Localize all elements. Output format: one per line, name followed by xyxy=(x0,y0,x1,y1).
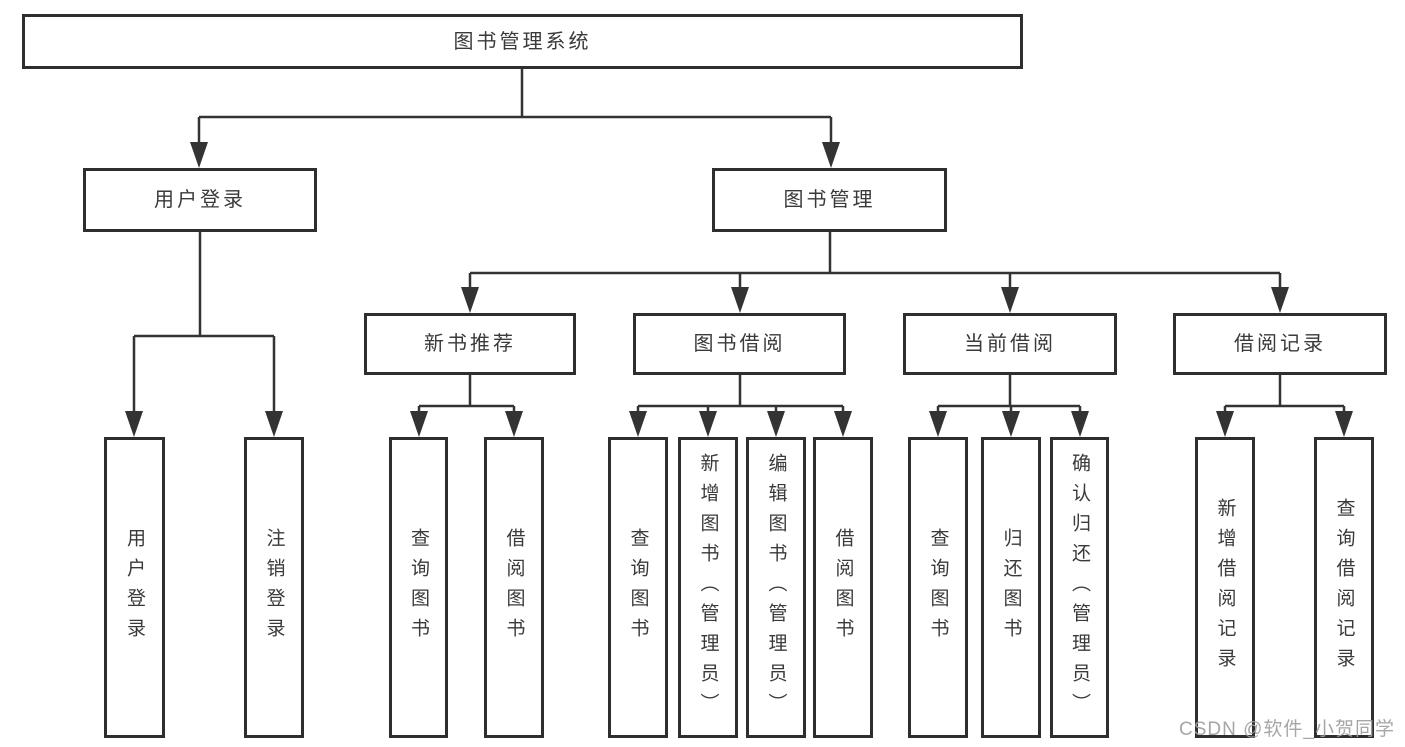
node-user-login: 用户登录 xyxy=(83,168,317,232)
node-current-borrow: 当前借阅 xyxy=(903,313,1117,375)
leaf-current-confirm-return-admin: 确认归还（管理员） xyxy=(1050,437,1109,738)
leaf-current-query-book: 查询图书 xyxy=(908,437,968,738)
leaf-record-add-borrow-record: 新增借阅记录 xyxy=(1195,437,1255,738)
leaf-logout: 注销登录 xyxy=(244,437,304,738)
leaf-newrec-query-book: 查询图书 xyxy=(389,437,448,738)
leaf-user-login: 用户登录 xyxy=(104,437,165,738)
node-new-book-recommend: 新书推荐 xyxy=(364,313,576,375)
leaf-record-query-borrow-record: 查询借阅记录 xyxy=(1314,437,1374,738)
leaf-borrow-query-book: 查询图书 xyxy=(608,437,668,738)
leaf-borrow-add-book-admin: 新增图书（管理员） xyxy=(678,437,738,738)
node-borrow-record: 借阅记录 xyxy=(1173,313,1387,375)
leaf-newrec-borrow-book: 借阅图书 xyxy=(484,437,544,738)
node-book-management: 图书管理 xyxy=(712,168,947,232)
leaf-borrow-edit-book-admin: 编辑图书（管理员） xyxy=(746,437,806,738)
leaf-current-return-book: 归还图书 xyxy=(981,437,1041,738)
node-book-borrow: 图书借阅 xyxy=(633,313,846,375)
leaf-borrow-borrow-book: 借阅图书 xyxy=(813,437,873,738)
node-root: 图书管理系统 xyxy=(22,14,1023,69)
